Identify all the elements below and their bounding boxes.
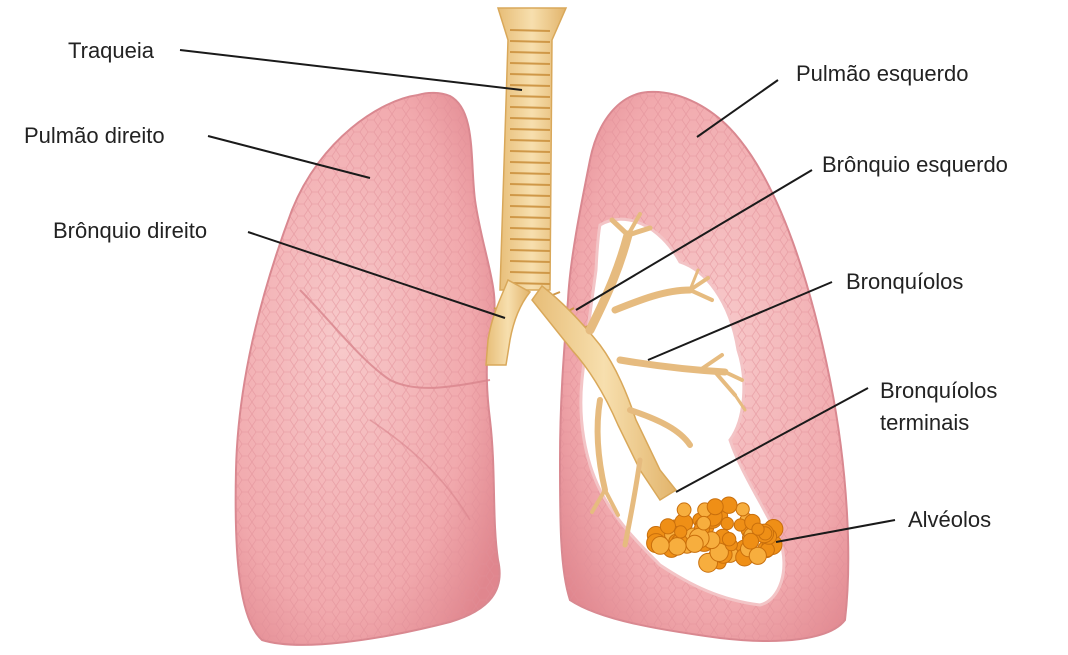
leader-line-traqueia bbox=[180, 50, 522, 90]
right-lung bbox=[236, 93, 500, 645]
alveolus bbox=[660, 519, 675, 534]
label-bronquiolos: Bronquíolos bbox=[846, 270, 963, 294]
alveolus bbox=[697, 516, 711, 530]
trachea-ring bbox=[510, 261, 550, 262]
trachea-ring bbox=[510, 217, 550, 218]
alveolus bbox=[743, 533, 759, 549]
alveolus bbox=[752, 523, 764, 535]
trachea-ring bbox=[510, 30, 550, 31]
label-traqueia: Traqueia bbox=[68, 39, 154, 63]
trachea-ring bbox=[510, 140, 550, 141]
label-pulmao-esquerdo: Pulmão esquerdo bbox=[796, 62, 968, 86]
label-pulmao-direito: Pulmão direito bbox=[24, 124, 165, 148]
alveolus bbox=[707, 499, 723, 515]
trachea-ring bbox=[510, 129, 550, 130]
alveolus bbox=[651, 537, 669, 555]
trachea-ring bbox=[510, 74, 550, 75]
trachea-ring bbox=[510, 85, 550, 86]
trachea-ring bbox=[510, 52, 550, 53]
trachea-ring bbox=[510, 162, 550, 163]
trachea-ring bbox=[510, 239, 550, 240]
label-bronquio-direito: Brônquio direito bbox=[53, 219, 207, 243]
alveolus bbox=[677, 503, 691, 517]
trachea-ring bbox=[510, 195, 550, 196]
trachea-ring bbox=[510, 151, 550, 152]
alveolus bbox=[675, 526, 687, 538]
label-bronquiolos-terminais: Bronquíolos terminais bbox=[880, 375, 1040, 439]
label-alveolos: Alvéolos bbox=[908, 508, 991, 532]
leader-line-pulmao-esquerdo bbox=[697, 80, 778, 137]
alveolus bbox=[749, 547, 766, 564]
alveolus bbox=[736, 503, 749, 516]
trachea-ring bbox=[510, 184, 550, 185]
trachea-ring bbox=[510, 173, 550, 174]
alveolus bbox=[669, 538, 687, 556]
trachea-ring bbox=[510, 228, 550, 229]
trachea-ring bbox=[510, 250, 550, 251]
label-bronquiolos-terminais-line2: terminais bbox=[880, 407, 1040, 439]
trachea-ring bbox=[510, 96, 550, 97]
trachea-ring bbox=[510, 118, 550, 119]
label-bronquiolos-terminais-line1: Bronquíolos bbox=[880, 375, 1040, 407]
alveolus bbox=[686, 535, 703, 552]
label-bronquio-esquerdo: Brônquio esquerdo bbox=[822, 153, 1008, 177]
alveolus bbox=[721, 517, 733, 529]
trachea-ring bbox=[510, 107, 550, 108]
trachea-ring bbox=[510, 206, 550, 207]
trachea-ring bbox=[510, 41, 550, 42]
trachea-ring bbox=[510, 272, 550, 273]
trachea-ring bbox=[510, 63, 550, 64]
alveolus bbox=[722, 533, 735, 546]
